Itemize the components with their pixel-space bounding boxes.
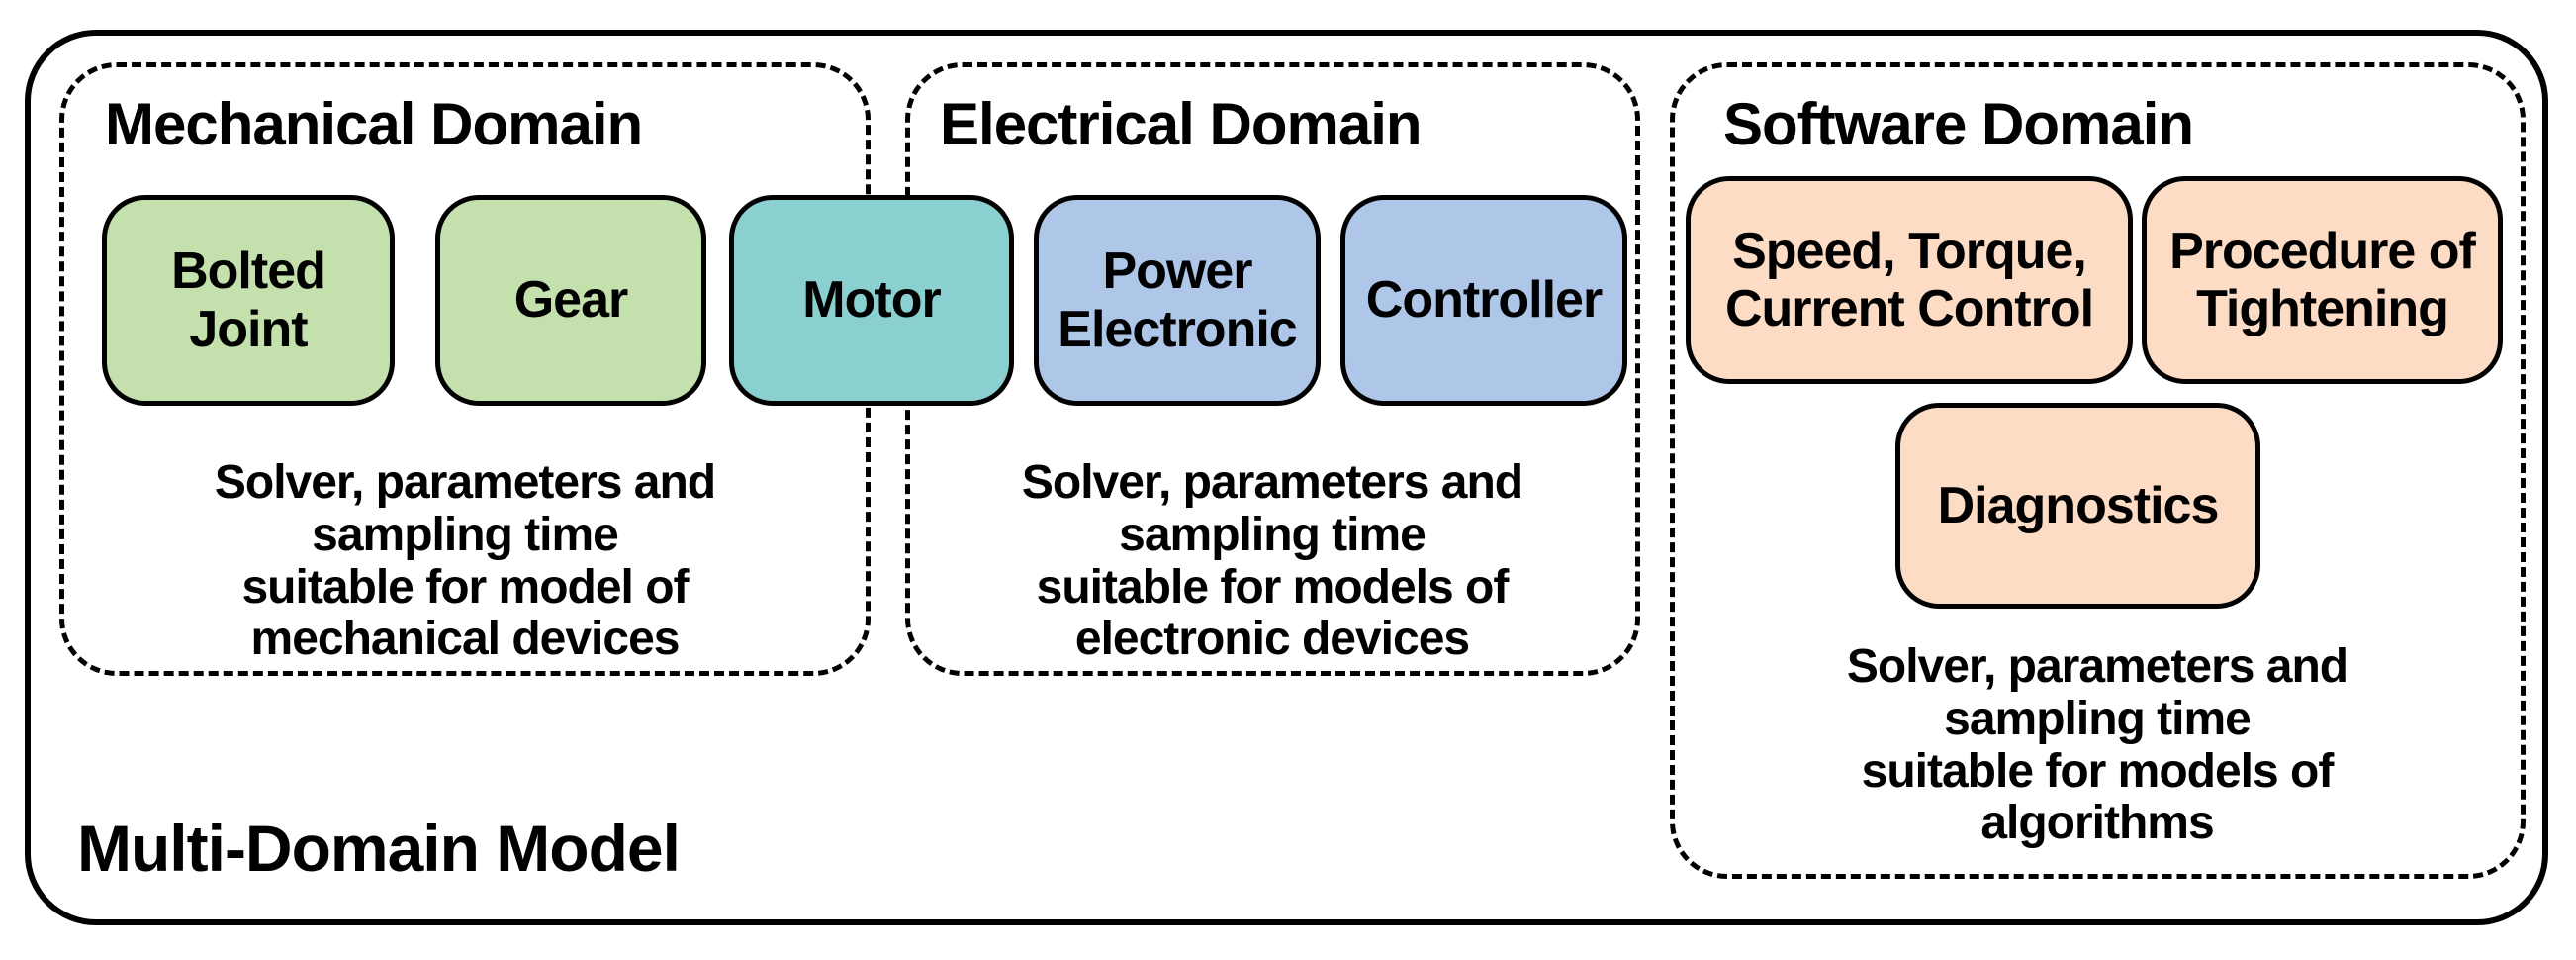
electrical-domain-description: Solver, parameters and sampling time sui… bbox=[1021, 456, 1523, 666]
electrical-domain-title: Electrical Domain bbox=[940, 91, 1423, 157]
procedure-of-tightening-box: Procedure of Tightening bbox=[2142, 176, 2503, 384]
diagnostics-box: Diagnostics bbox=[1895, 403, 2260, 609]
mechanical-domain-description: Solver, parameters and sampling time sui… bbox=[214, 456, 716, 666]
software-domain-title: Software Domain bbox=[1723, 91, 2194, 157]
controller-box: Controller bbox=[1340, 195, 1627, 406]
outer-frame bbox=[25, 30, 2548, 925]
speed-torque-current-control-box: Speed, Torque, Current Control bbox=[1686, 176, 2133, 384]
mechanical-domain-title: Mechanical Domain bbox=[105, 91, 643, 157]
motor-box: Motor bbox=[729, 195, 1014, 406]
bolted-joint-box: Bolted Joint bbox=[102, 195, 395, 406]
gear-box: Gear bbox=[435, 195, 706, 406]
multi-domain-model-label: Multi-Domain Model bbox=[77, 812, 681, 885]
software-domain-box bbox=[1670, 62, 2526, 879]
software-domain-description: Solver, parameters and sampling time sui… bbox=[1846, 640, 2348, 850]
power-electronic-box: Power Electronic bbox=[1034, 195, 1321, 406]
